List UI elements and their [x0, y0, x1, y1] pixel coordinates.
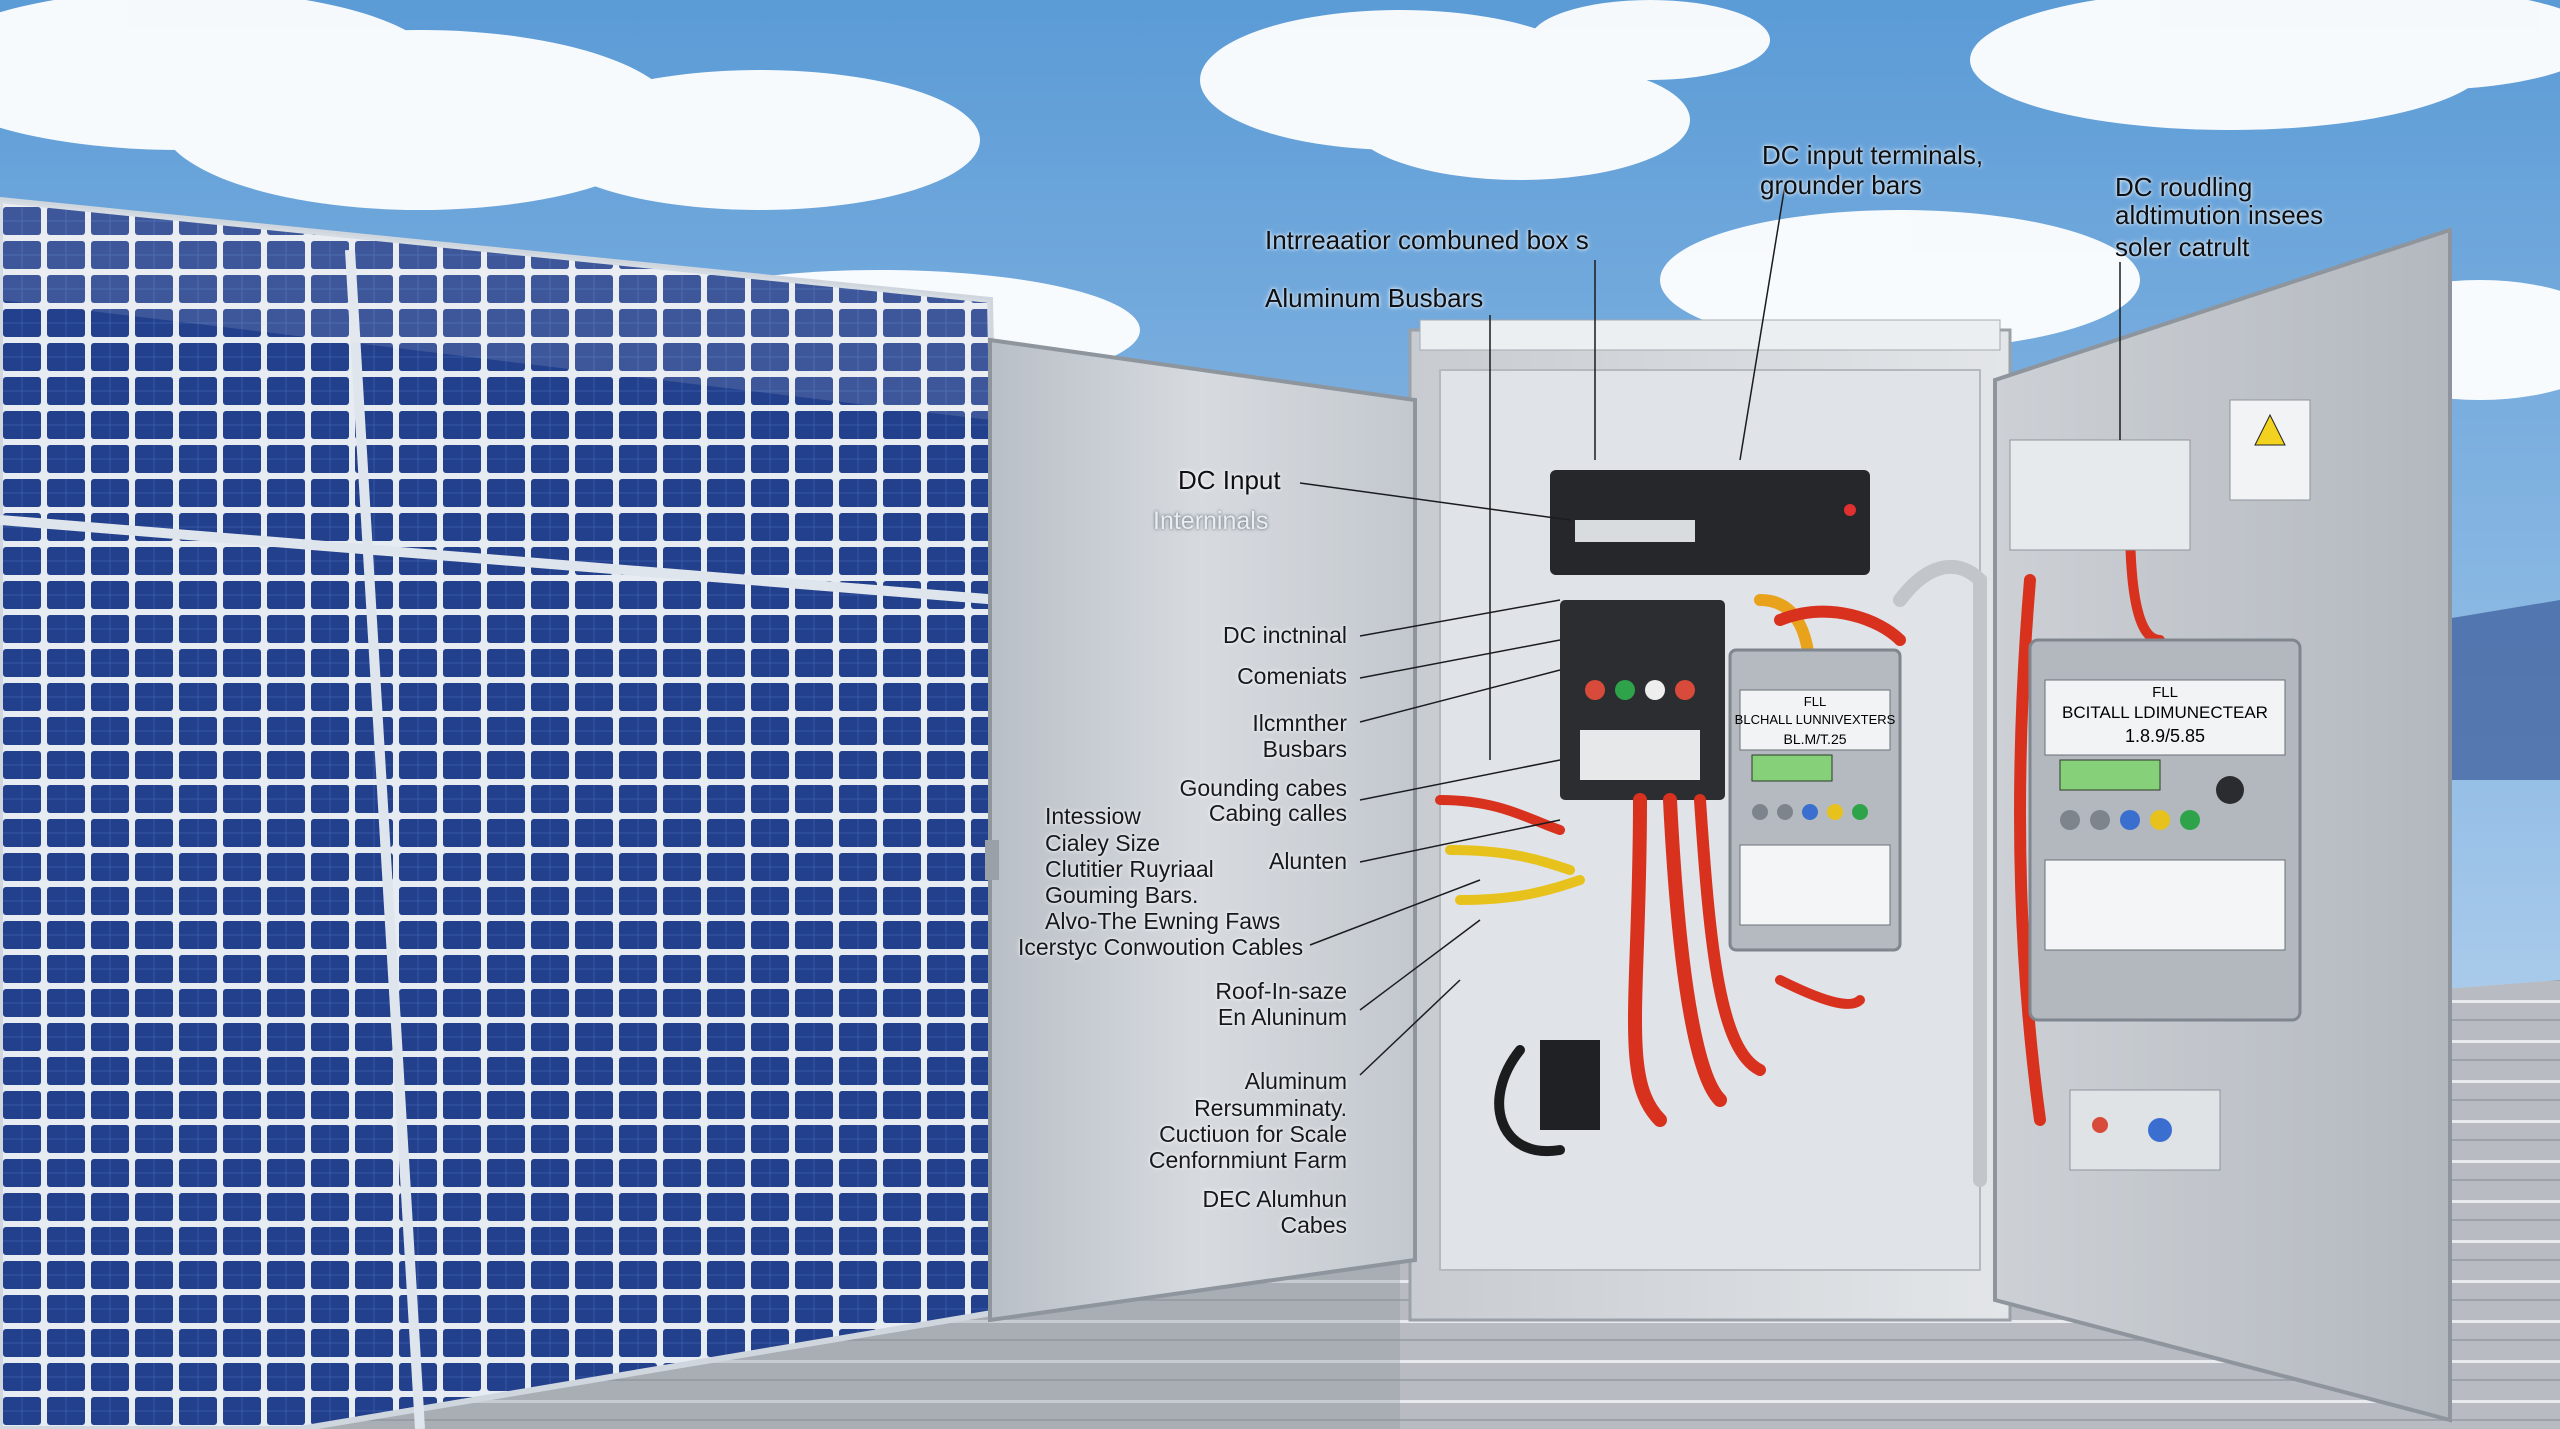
label-gounding-1: Gounding cabes: [1179, 775, 1347, 801]
right-meter-title-3: 1.8.9/5.85: [2125, 726, 2205, 746]
label-top-right-1: DC roudling: [2115, 172, 2253, 202]
right-meter-label: [2044, 679, 2286, 756]
left-meter-title-3: BL.M/T.25: [1783, 731, 1846, 747]
switch-button: [2148, 1118, 2172, 1142]
label-aluminum-busbars: Aluminum Busbars: [1265, 283, 1484, 313]
label-top-combiner: Intrreaatior combuned box s: [1265, 225, 1589, 255]
right-meter-spec-table: [2044, 859, 2286, 951]
right-meter-keys: [2060, 776, 2244, 830]
panel-sheen: [0, 200, 990, 420]
label-aluminum-group-3: Cuctiuon for Scale: [1159, 1121, 1347, 1147]
label-left-list-4: Gouming Bars.: [1045, 882, 1199, 908]
cables: [1435, 515, 2165, 1187]
left-meter-label: [1739, 689, 1891, 751]
label-left-list-6: Icerstyc Conwoution Cables: [1018, 934, 1304, 960]
label-dc-input-terminals-1: DC input terminals,: [1762, 140, 1984, 170]
left-meter-keys: [1752, 804, 1868, 820]
left-meter-title-2: BLCHALL LUNNIVEXTERS: [1735, 712, 1896, 727]
dc-breaker-row: [2009, 439, 2191, 551]
label-left-list-5: Alvo-The Ewning Faws: [1045, 908, 1281, 934]
label-dc-input-terminals-2: grounder bars: [1760, 170, 1922, 200]
label-dec-2: Cabes: [1280, 1212, 1347, 1238]
top-controller-label: [1575, 520, 1695, 542]
left-meter-spec-table: [1739, 844, 1891, 926]
right-meter-display: [2059, 759, 2161, 791]
right-meter-title-1: FLL: [2152, 684, 2178, 701]
panel-frame-seam: [0, 515, 1001, 605]
label-dc-input: DC Input: [1178, 465, 1281, 495]
left-meter-title-1: FLL: [1804, 694, 1826, 709]
label-top-right-2: aldtimution insees: [2115, 200, 2324, 230]
label-roof-2: En Aluninum: [1217, 1004, 1347, 1030]
bottom-switch-unit: [2069, 1089, 2221, 1171]
label-left-list-1: Intessiow: [1045, 803, 1141, 829]
cabinet-top: [1419, 319, 2001, 351]
label-internals: Interninals: [1153, 507, 1269, 535]
solar-panel-array: [0, 196, 1014, 1429]
label-aluminum-group-4: Cenfornmiunt Farm: [1148, 1147, 1347, 1173]
background-panels: [2440, 600, 2560, 780]
label-busbars-2: Busbars: [1262, 736, 1347, 762]
right-meter-title-2: BCITALL LDIMUNECTEAR: [2062, 703, 2268, 722]
label-gounding-2: Cabing calles: [1208, 800, 1347, 826]
panel-frame-seam: [345, 249, 425, 1429]
label-left-list-2: Cialey Size: [1045, 830, 1161, 856]
label-dec-1: DEC Alumhun: [1202, 1186, 1347, 1212]
left-meter-display: [1751, 754, 1833, 782]
label-comeniats: Comeniats: [1237, 663, 1347, 689]
left-door: [988, 337, 1417, 1323]
top-controller-unit: [1550, 470, 1870, 575]
label-busbars-1: Ilcmnther: [1252, 710, 1347, 736]
label-alunten: Alunten: [1268, 848, 1347, 874]
label-top-right-3: soler catrult: [2115, 232, 2250, 262]
label-roof-1: Roof-In-saze: [1215, 978, 1347, 1004]
label-left-list-3: Clutitier Ruyriaal: [1045, 856, 1214, 882]
indicator-led: [1844, 504, 1856, 516]
label-aluminum-group-2: Rersumminaty.: [1194, 1095, 1347, 1121]
warning-triangle-icon: [2254, 413, 2286, 446]
door-hinge: [985, 840, 999, 880]
label-aluminum-group-1: Aluminum: [1244, 1068, 1347, 1094]
terminal-block: [1540, 1040, 1600, 1130]
switch-indicator: [2092, 1117, 2108, 1133]
leader-lines: [1299, 184, 2121, 1076]
label-dc-internal: DC inctninal: [1223, 622, 1347, 648]
breaker-buttons: [1580, 680, 1700, 780]
